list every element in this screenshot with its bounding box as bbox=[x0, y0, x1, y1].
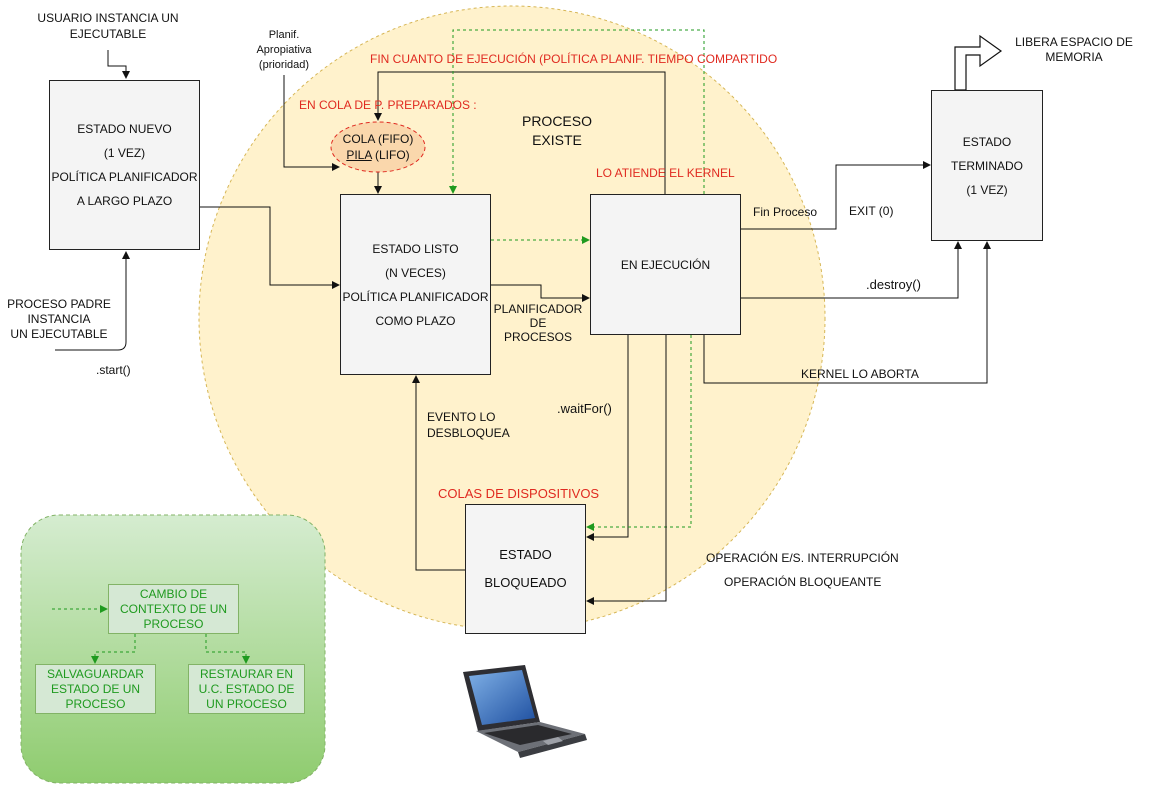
laptop-icon bbox=[463, 665, 587, 758]
usuario-line: EJECUTABLE bbox=[69, 27, 147, 41]
restaurar-line: U.C. ESTADO DE bbox=[198, 681, 295, 696]
start-label: .start() bbox=[96, 363, 131, 377]
edge-operacion-es bbox=[586, 335, 667, 605]
planificador-label: PLANIFICADOR DE PROCESOS bbox=[489, 302, 587, 344]
restaurar-line: UN PROCESO bbox=[206, 696, 287, 711]
restaurar-box: RESTAURAR EN U.C. ESTADO DE UN PROCESO bbox=[188, 664, 305, 714]
padre-line: PROCESO PADRE bbox=[7, 297, 111, 311]
colas-dispositivos-label: COLAS DE DISPOSITIVOS bbox=[438, 486, 600, 501]
planificador-line: DE bbox=[529, 316, 547, 330]
libera-line: MEMORIA bbox=[1045, 50, 1103, 64]
estado-nuevo-line: POLÍTICA PLANIFICADOR bbox=[51, 170, 198, 184]
estado-bloqueado-box: ESTADO BLOQUEADO bbox=[465, 504, 586, 634]
evento-line: EVENTO LO bbox=[427, 410, 496, 424]
restaurar-line: RESTAURAR EN bbox=[199, 666, 294, 681]
proceso-existe-line: PROCESO bbox=[521, 113, 592, 129]
estado-bloqueado-line: BLOQUEADO bbox=[484, 575, 567, 590]
edge-desbloquea bbox=[412, 375, 465, 571]
padre-label: PROCESO PADRE INSTANCIA UN EJECUTABLE bbox=[0, 297, 118, 342]
edge-planificador bbox=[491, 284, 590, 302]
edge-destroy bbox=[741, 241, 962, 299]
destroy-label: .destroy() bbox=[866, 277, 921, 292]
estado-terminado-box: ESTADO TERMINADO (1 VEZ) bbox=[931, 90, 1043, 241]
queue-label: COLA (FIFO) PILA (LIFO) bbox=[331, 131, 425, 163]
estado-listo-line: ESTADO LISTO bbox=[372, 241, 459, 256]
edge-fin-proceso bbox=[741, 161, 931, 230]
estado-listo-line: POLÍTICA PLANIFICADOR bbox=[342, 289, 489, 304]
legend-edge-salvaguardar bbox=[91, 634, 136, 664]
lo-atiende-label: LO ATIENDE EL KERNEL bbox=[596, 166, 735, 180]
padre-line: INSTANCIA bbox=[27, 312, 91, 326]
estado-bloqueado-line: ESTADO bbox=[499, 547, 552, 562]
fin-proceso-label: Fin Proceso bbox=[753, 205, 818, 219]
edge-padre-nuevo bbox=[55, 251, 130, 351]
planificador-line: PLANIFICADOR bbox=[493, 302, 583, 316]
queue-pila: PILA (LIFO) bbox=[331, 147, 425, 163]
edge-kernel-aborta bbox=[703, 241, 991, 384]
kernel-aborta-label: KERNEL LO ABORTA bbox=[801, 367, 919, 381]
libera-line: LIBERA ESPACIO DE bbox=[1015, 35, 1133, 49]
proceso-existe-label: PROCESO EXISTE bbox=[507, 112, 607, 150]
estado-terminado-line: ESTADO bbox=[962, 134, 1012, 149]
estado-nuevo-line: A LARGO PLAZO bbox=[76, 194, 173, 208]
queue-pila-underlined: PILA bbox=[346, 148, 372, 162]
legend-panel bbox=[20, 514, 326, 784]
edge-nuevo-listo bbox=[200, 206, 340, 289]
salvaguardar-box: SALVAGUARDAR ESTADO DE UN PROCESO bbox=[35, 664, 156, 714]
edge-usuario-nuevo bbox=[107, 50, 130, 79]
legend-edge-restaurar bbox=[205, 634, 250, 664]
estado-listo-line: (N VECES) bbox=[385, 265, 446, 280]
planif-line: Planif. bbox=[268, 29, 300, 41]
evento-line: DESBLOQUEA bbox=[427, 426, 510, 440]
exit-label: EXIT (0) bbox=[849, 204, 894, 218]
en-cola-label: EN COLA DE P. PREPARADOS : bbox=[299, 98, 477, 112]
usuario-line: USUARIO INSTANCIA UN bbox=[37, 11, 179, 25]
estado-listo-line: COMO PLAZO bbox=[375, 313, 456, 328]
edge-waitfor bbox=[586, 335, 629, 541]
operacion-es-label: OPERACIÓN E/S. INTERRUPCIÓN bbox=[706, 551, 899, 565]
edge-planif-cola bbox=[283, 75, 340, 171]
planificador-line: PROCESOS bbox=[503, 330, 572, 344]
en-ejecucion-label: EN EJECUCIÓN bbox=[620, 257, 711, 272]
waitfor-label: .waitFor() bbox=[557, 401, 612, 416]
cambio-contexto-box: CAMBIO DE CONTEXTO DE UN PROCESO bbox=[108, 584, 239, 634]
queue-cola: COLA (FIFO) bbox=[342, 132, 414, 146]
edge-green-top bbox=[449, 29, 705, 194]
planif-line: Apropiativa bbox=[256, 44, 312, 56]
operacion-bloqueante-label: OPERACIÓN BLOQUEANTE bbox=[724, 575, 882, 589]
estado-nuevo-box: ESTADO NUEVO (1 VEZ) POLÍTICA PLANIFICAD… bbox=[49, 80, 200, 250]
cambio-line: CAMBIO DE bbox=[139, 586, 208, 601]
block-arrow-icon bbox=[954, 34, 1003, 91]
fin-cuanto-label: FIN CUANTO DE EJECUCIÓN (POLÍTICA PLANIF… bbox=[370, 52, 778, 66]
salvaguardar-line: ESTADO DE UN bbox=[50, 681, 141, 696]
usuario-label: USUARIO INSTANCIA UN EJECUTABLE bbox=[28, 10, 188, 42]
queue-pila-rest: (LIFO) bbox=[371, 148, 410, 162]
cambio-line: PROCESO bbox=[143, 616, 204, 631]
estado-nuevo-line: (1 VEZ) bbox=[103, 146, 146, 160]
estado-terminado-line: TERMINADO bbox=[951, 158, 1023, 173]
padre-line: UN EJECUTABLE bbox=[10, 327, 108, 341]
edge-green-bloqueado bbox=[586, 335, 692, 531]
cambio-line: CONTEXTO DE UN bbox=[119, 601, 228, 616]
salvaguardar-line: SALVAGUARDAR bbox=[47, 666, 144, 681]
edge-fin-cuanto bbox=[374, 71, 666, 194]
en-ejecucion-box: EN EJECUCIÓN bbox=[590, 194, 741, 335]
estado-listo-box: ESTADO LISTO (N VECES) POLÍTICA PLANIFIC… bbox=[340, 194, 491, 375]
planif-apropiativa-label: Planif. Apropiativa (prioridad) bbox=[244, 28, 324, 73]
evento-label: EVENTO LO DESBLOQUEA bbox=[427, 409, 510, 441]
libera-memoria-label: LIBERA ESPACIO DE MEMORIA bbox=[1006, 35, 1142, 65]
estado-nuevo-line: ESTADO NUEVO bbox=[77, 122, 172, 136]
queue-ellipse bbox=[330, 121, 426, 173]
planif-line: (prioridad) bbox=[258, 59, 310, 71]
proceso-existe-line: EXISTE bbox=[532, 132, 582, 148]
estado-terminado-line: (1 VEZ) bbox=[966, 182, 1008, 197]
salvaguardar-line: PROCESO bbox=[65, 696, 126, 711]
